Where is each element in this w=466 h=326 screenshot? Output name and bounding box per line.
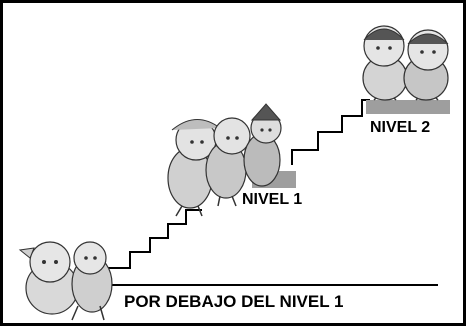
staircase-lower xyxy=(108,209,202,269)
level-1-label: NIVEL 1 xyxy=(242,191,303,208)
staircase-upper xyxy=(291,99,370,165)
level-2-platform xyxy=(366,100,450,114)
level-1-children-icon xyxy=(167,103,282,217)
level-2-label: NIVEL 2 xyxy=(370,119,431,136)
below-level-1-label: POR DEBAJO DEL NIVEL 1 xyxy=(124,292,344,311)
bottom-children-icon xyxy=(18,241,113,321)
level-2-children-icon xyxy=(362,25,449,101)
